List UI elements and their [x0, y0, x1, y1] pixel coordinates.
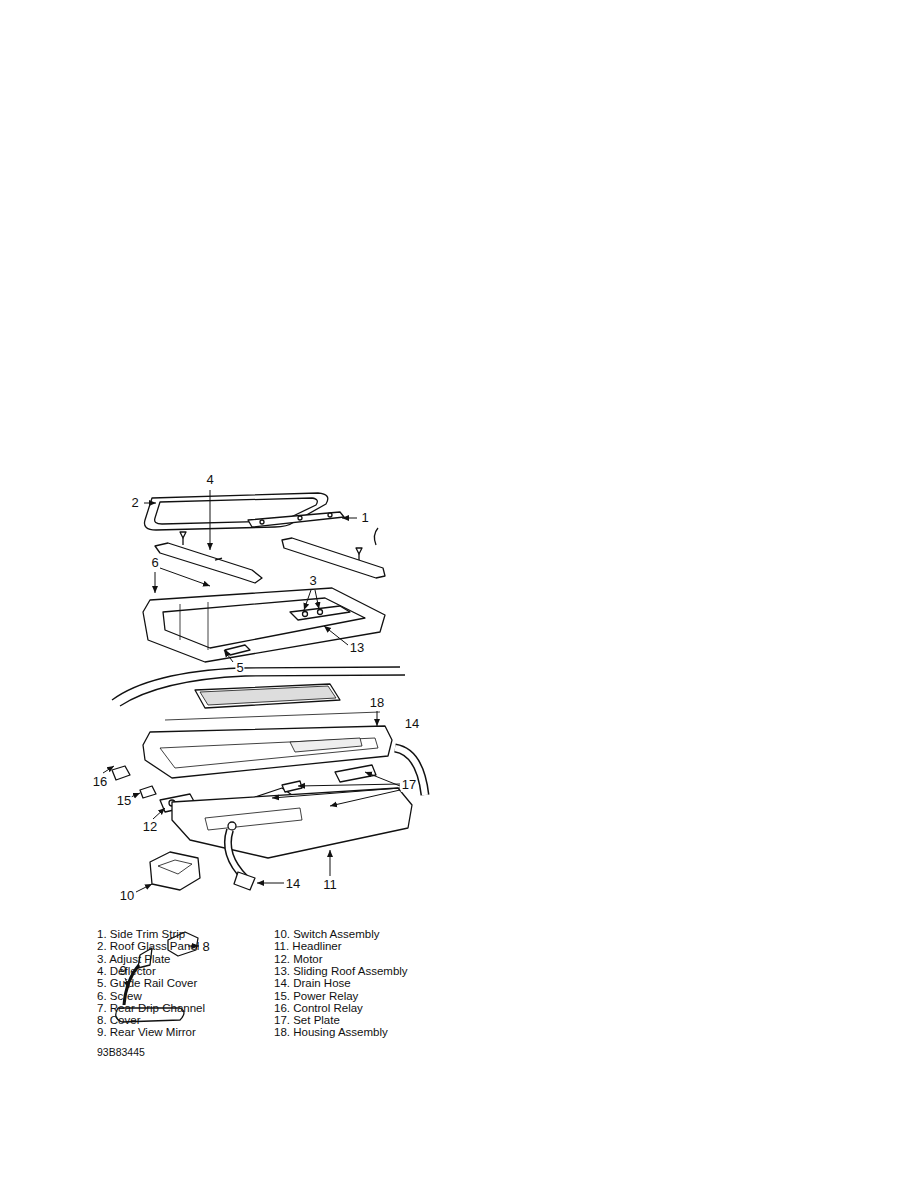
- parts-list-item: 17. Set Plate: [274, 1014, 340, 1027]
- callout-number: 16: [92, 775, 108, 789]
- callout-number: 10: [119, 889, 135, 903]
- callout-number: 6: [150, 556, 159, 570]
- callout-number: 5: [235, 661, 244, 675]
- parts-list-item: 10. Switch Assembly: [274, 928, 379, 941]
- callout-number: 8: [201, 940, 210, 954]
- parts-list-item: 11. Headliner: [274, 940, 342, 953]
- figure-code: 93B83445: [97, 1047, 145, 1059]
- parts-list-item: 12. Motor: [274, 953, 323, 966]
- parts-list-item: 16. Control Relay: [274, 1002, 363, 1015]
- parts-list-item: 6. Screw: [97, 990, 142, 1003]
- parts-list-item: 5. Guide Rail Cover: [97, 977, 197, 990]
- parts-list-item: 1. Side Trim Strip: [97, 928, 185, 941]
- callout-number: 12: [142, 820, 158, 834]
- callout-number: 18: [369, 696, 385, 710]
- parts-list-item: 3. Adjust Plate: [97, 953, 171, 966]
- callout-number: 2: [130, 496, 139, 510]
- parts-list-item: 13. Sliding Roof Assembly: [274, 965, 408, 978]
- callout-number: 1: [360, 511, 369, 525]
- callout-number: 15: [116, 794, 132, 808]
- parts-list-item: 14. Drain Hose: [274, 977, 351, 990]
- parts-list-item: 18. Housing Assembly: [274, 1026, 388, 1039]
- callout-number: 14: [285, 877, 301, 891]
- callout-number: 4: [205, 473, 214, 487]
- callout-number: 11: [322, 878, 338, 892]
- callout-number: 17: [401, 778, 417, 792]
- parts-list-item: 2. Roof Glass Panel: [97, 940, 199, 953]
- parts-list-item: 8. Cover: [97, 1014, 140, 1027]
- callout-number: 13: [349, 641, 365, 655]
- parts-list-item: 7. Rear Drip Channel: [97, 1002, 205, 1015]
- callout-number: 3: [308, 574, 317, 588]
- parts-list-item: 15. Power Relay: [274, 990, 358, 1003]
- parts-list-item: 4. Deflector: [97, 965, 156, 978]
- parts-list-item: 9. Rear View Mirror: [97, 1026, 196, 1039]
- callout-number: 14: [404, 717, 420, 731]
